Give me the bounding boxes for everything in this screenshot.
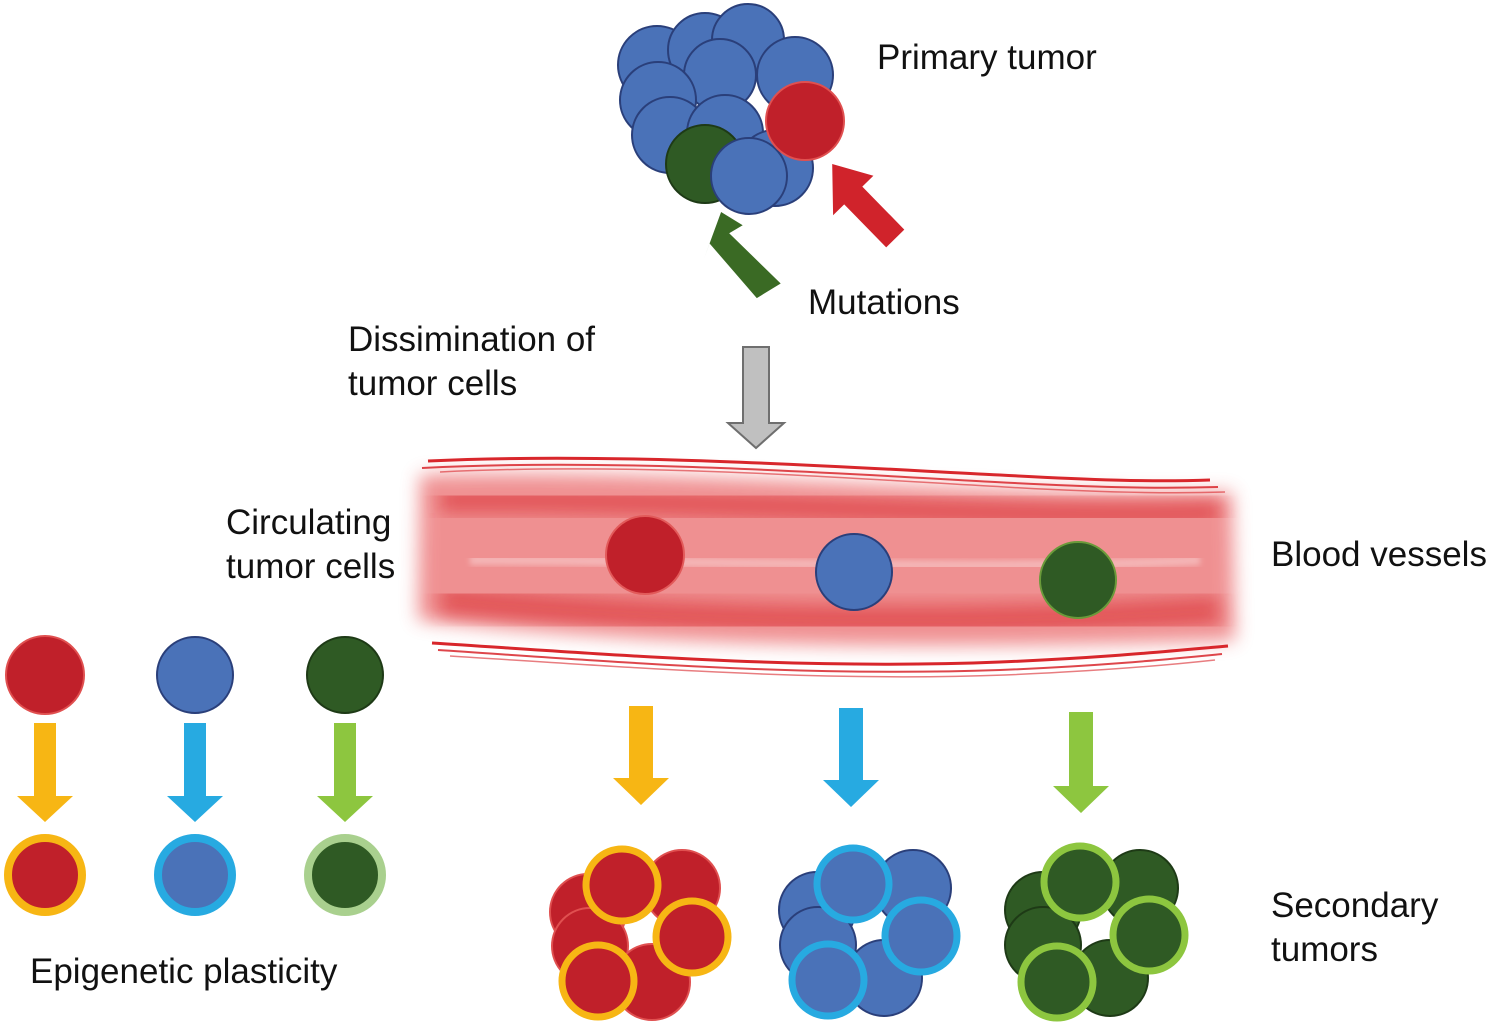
blood-vessels-label: Blood vessels [1271,535,1487,574]
dissemination-arrow-icon [725,346,787,450]
lime-arrow-icon [1053,712,1109,813]
ringed-tumor-cell [1109,895,1189,975]
cyan-arrow-icon [167,723,223,822]
ringed-tumor-cell [582,845,662,925]
secondary-tumor-blue [778,844,961,1020]
secondary-tumor-red [549,845,732,1021]
vessel-wall-bottom [437,649,1223,673]
ringed-tumor-cell [1040,842,1120,922]
plasticity-result-cells [4,834,386,916]
circulating-cell-blue [815,533,893,611]
ringed-cell-blue [154,834,236,916]
vessel-wall-top [427,456,1211,483]
cyan-arrow-icon [823,708,879,807]
vessel-wall-bottom [449,655,1216,678]
ringed-cell-red [4,834,86,916]
dissemination-label-line2: tumor cells [348,364,518,403]
circulating-label-line2: tumor cells [226,547,396,586]
plasticity-arrows [17,723,373,822]
vessel-wall-top [439,468,1226,494]
red-mutation-arrow-icon [832,164,905,248]
mutations-label: Mutations [808,283,960,322]
circulating-cells [605,515,1117,619]
ringed-tumor-cell [788,940,868,1020]
yellow-arrow-icon [613,706,669,805]
circulating-cell-green [1039,541,1117,619]
vessel-streak [439,486,1221,527]
ringed-tumor-cell [813,844,893,924]
mutation-arrows [704,164,905,299]
plasticity-source-cells [5,635,384,715]
secondary-tumor-green [1004,842,1189,1022]
vessel-streak [438,585,1222,636]
dissemination-output-arrows [613,706,1109,813]
lime-arrow-icon [317,723,373,822]
plasticity-cell-blue [156,636,234,714]
vessel-wall-bottom [431,641,1229,666]
ringed-tumor-cell [881,896,961,976]
ringed-cell-green [304,834,386,916]
plasticity-cell-red [5,635,85,715]
circulating-cell-red [605,515,685,595]
yellow-arrow-icon [17,723,73,822]
epigenetic-plasticity-label: Epigenetic plasticity [30,952,338,991]
vessel-wall-top [421,463,1219,489]
green-mutation-arrow-icon [704,212,781,299]
dissemination-label-line1: Dissimination of [348,320,596,359]
secondary-tumors-label-line1: Secondary [1271,886,1439,925]
circulating-label-line1: Circulating [226,503,392,542]
tumor-cell [710,137,788,215]
primary-tumor-label: Primary tumor [877,38,1097,77]
secondary-tumors-label-line2: tumors [1271,930,1378,969]
primary-tumor-cluster [617,3,845,215]
ringed-tumor-cell [1017,942,1097,1022]
tumor-cell-red [765,81,845,161]
ringed-tumor-cell [558,941,638,1021]
ringed-tumor-cell [652,897,732,977]
plasticity-cell-green [306,636,384,714]
